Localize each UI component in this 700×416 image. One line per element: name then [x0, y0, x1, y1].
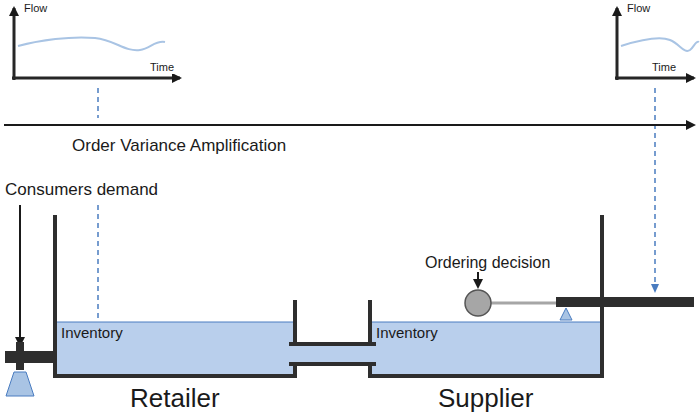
inventory-label: Inventory: [61, 324, 123, 341]
axis-label: Time: [148, 61, 176, 74]
retailer-tank: [55, 215, 295, 376]
stage-name: Retailer: [130, 384, 220, 414]
supplier-tank-node: InventorySupplier: [370, 300, 602, 376]
demand-arrow: [19, 205, 21, 345]
control-label: Ordering decision: [423, 254, 552, 272]
input-label: Consumers demand: [3, 180, 160, 200]
flow-chart-left: [12, 8, 180, 80]
stage-name: Supplier: [438, 384, 533, 414]
amplification-arrow: [4, 124, 694, 126]
inventory-label: Inventory: [376, 324, 438, 341]
axis-label: Flow: [625, 2, 652, 15]
flow-title: Order Variance Amplification: [70, 136, 288, 156]
connecting-pipe: [289, 344, 376, 364]
supplier-tank: [370, 215, 602, 376]
retailer-tank-node: InventoryRetailer: [55, 300, 295, 376]
outlet-valve: [5, 342, 57, 396]
axis-label: Flow: [22, 2, 49, 15]
float-valve: [465, 270, 694, 320]
axis-label: Time: [650, 61, 678, 74]
flow-chart-right: [615, 8, 699, 80]
